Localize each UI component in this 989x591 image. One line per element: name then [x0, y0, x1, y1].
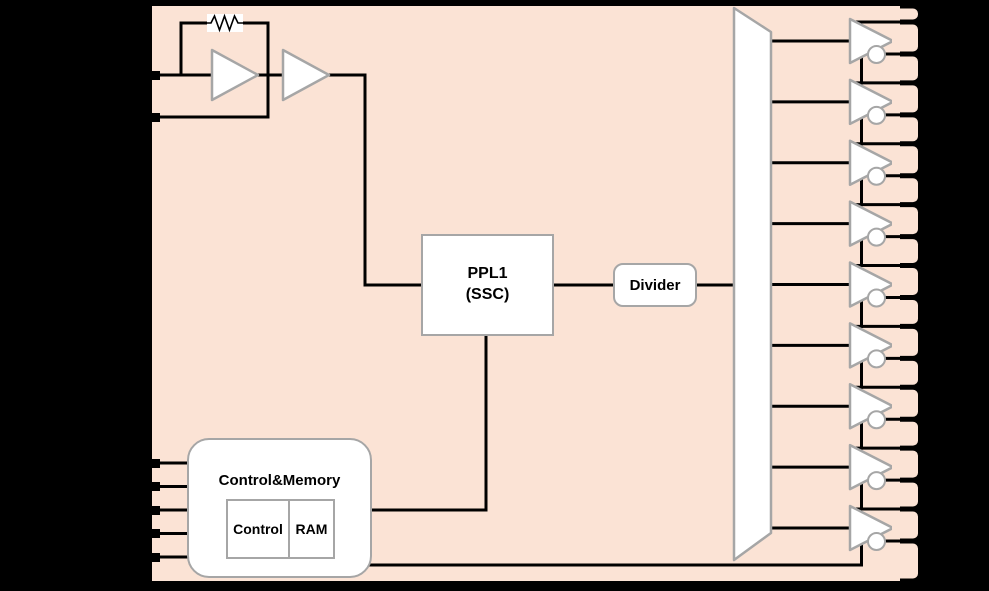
inverted-output-bubble-icon	[867, 532, 886, 551]
chip-border-top	[148, 2, 918, 6]
inverted-output-bubble-icon	[867, 166, 886, 186]
inverted-output-bubble-icon	[867, 288, 886, 308]
output-pin-tab	[892, 328, 918, 356]
inverted-output-bubble-icon	[867, 349, 886, 369]
right-pin-tab-group	[892, 8, 918, 579]
chip-border-bottom	[148, 581, 918, 585]
left-pin	[145, 458, 160, 468]
ram-box: RAM	[288, 499, 335, 559]
inverted-output-bubble-icon	[867, 227, 886, 247]
output-buffer-group	[848, 17, 895, 552]
pll-block: PPL1 (SSC)	[421, 234, 554, 336]
output-pin-tab	[892, 85, 918, 113]
pll-label-line2: (SSC)	[465, 286, 510, 303]
left-pin	[145, 70, 160, 80]
output-pin-tab	[892, 360, 918, 385]
output-pin-tab	[892, 8, 918, 20]
ram-label: RAM	[295, 521, 328, 537]
output-pin-tab	[892, 117, 918, 142]
control-box: Control	[226, 499, 290, 559]
output-pin-tab	[892, 389, 918, 417]
output-pin-tab	[892, 300, 918, 324]
left-pin	[145, 505, 160, 515]
output-pin-tab	[892, 24, 918, 52]
inverted-output-bubble-icon	[867, 410, 886, 430]
output-pin-tab	[892, 511, 918, 539]
pll-label-line1: PPL1	[467, 265, 508, 283]
left-pin	[145, 552, 160, 562]
output-pin-tab	[892, 146, 918, 174]
output-pin-tab	[892, 543, 918, 579]
output-pin-tab	[892, 207, 918, 235]
output-pin-tab	[892, 178, 918, 203]
output-pin-tab	[892, 239, 918, 263]
output-pin-tab	[892, 482, 918, 507]
control-memory-title: Control&Memory	[218, 472, 341, 489]
oscillator-amp-icon	[210, 48, 260, 102]
output-pin-tab	[892, 450, 918, 478]
inverted-output-bubble-icon	[867, 471, 886, 491]
oscillator-buffer-icon	[281, 48, 331, 102]
output-pin-tab	[892, 56, 918, 81]
control-label: Control	[233, 521, 283, 537]
feedback-resistor-icon	[207, 13, 243, 33]
divider-label: Divider	[629, 276, 681, 294]
output-pin-tab	[892, 421, 918, 446]
left-pin	[145, 529, 160, 538]
inverted-output-bubble-icon	[867, 105, 886, 125]
left-pin	[145, 482, 160, 491]
left-pin	[145, 112, 160, 122]
chip-border-left	[148, 2, 152, 585]
inverted-output-bubble-icon	[867, 45, 886, 64]
control-memory-block: Control&Memory Control RAM	[187, 438, 372, 578]
wire-group	[148, 21, 863, 567]
output-pin-tab	[892, 268, 918, 295]
mux-trapezoid	[732, 6, 773, 562]
buffer-wire-group	[771, 20, 919, 567]
divider-block: Divider	[613, 263, 697, 307]
